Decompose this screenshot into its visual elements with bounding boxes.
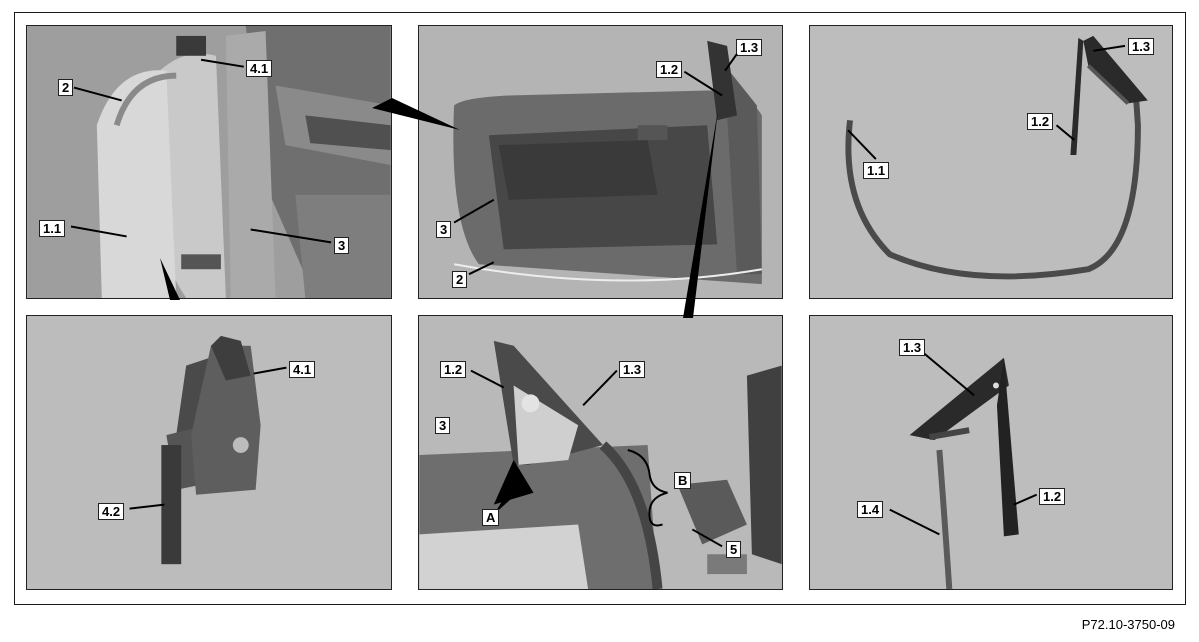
- figure-reference: P72.10-3750-09: [1081, 617, 1175, 632]
- callout-a: A: [482, 509, 500, 526]
- callout-1-2: 1.2: [1027, 113, 1054, 130]
- callout-1-2: 1.2: [656, 61, 683, 78]
- callout-2: 2: [58, 79, 74, 96]
- leader-lines: [453, 53, 738, 276]
- panel-mirror-triangle: 1.2 1.3 3 B A 5: [418, 315, 783, 590]
- callout-1-4: 1.4: [857, 501, 884, 518]
- leader-lines: [847, 44, 1126, 160]
- callout-1-3: 1.3: [619, 361, 646, 378]
- callout-5: 5: [726, 541, 742, 558]
- panel-door-frame-closeup: 4.1 2 1.1 3: [26, 25, 392, 299]
- panel-door-overview: 1.2 1.3 3 2: [418, 25, 783, 299]
- callout-1-2: 1.2: [1039, 488, 1066, 505]
- callout-1-1: 1.1: [863, 162, 890, 179]
- callout-4-1: 4.1: [246, 60, 273, 77]
- callout-1-2: 1.2: [440, 361, 467, 378]
- bracket-parts-photo: [27, 316, 391, 589]
- callout-2: 2: [452, 271, 468, 288]
- panel-bracket-parts: 4.1 4.2: [26, 315, 392, 590]
- callout-4-1: 4.1: [289, 361, 316, 378]
- leader-lines: [889, 352, 1038, 536]
- door-frame-photo: [27, 26, 391, 298]
- leader-lines: [70, 58, 332, 244]
- panel-mirror-triangle-part: 1.3 1.2 1.4: [809, 315, 1173, 590]
- callout-1-3: 1.3: [736, 39, 763, 56]
- callout-1-3: 1.3: [899, 339, 926, 356]
- callout-3: 3: [334, 237, 350, 254]
- callout-1-3: 1.3: [1128, 38, 1155, 55]
- callout-b: B: [674, 472, 692, 489]
- mirror-triangle-part-photo: [810, 316, 1172, 589]
- callout-3: 3: [436, 221, 452, 238]
- leader-lines: [129, 366, 287, 510]
- leader-lines: [470, 369, 723, 548]
- mirror-triangle-photo: [419, 316, 782, 589]
- callout-3: 3: [435, 417, 451, 434]
- panel-removed-seal: 1.3 1.2 1.1: [809, 25, 1173, 299]
- callout-1-1: 1.1: [39, 220, 66, 237]
- callout-4-2: 4.2: [98, 503, 125, 520]
